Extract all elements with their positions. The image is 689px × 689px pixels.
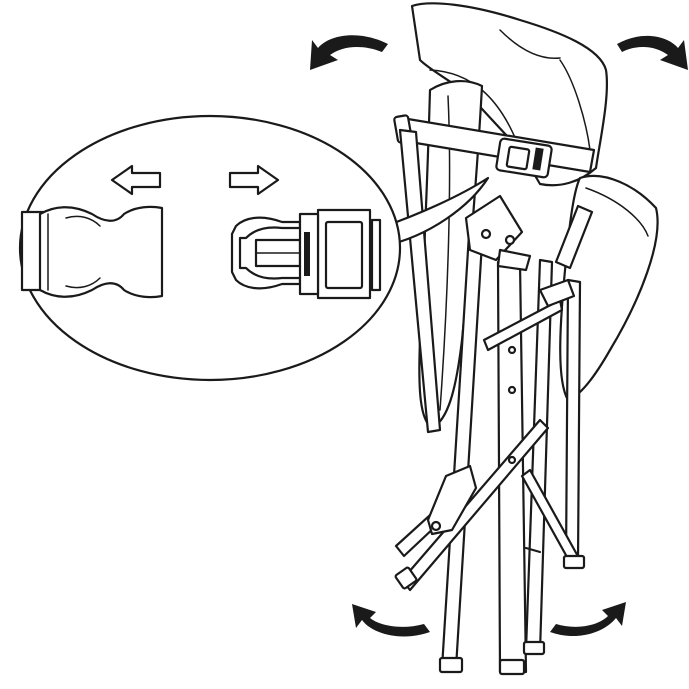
rotate-arrow-bottom-left-icon [352, 604, 430, 637]
foot-rear [522, 640, 546, 656]
callout-pointer [378, 176, 490, 248]
foot-center [498, 658, 526, 676]
rotate-arrow-bottom-right-icon [550, 602, 626, 637]
folded-chair [393, 2, 659, 676]
foot-right [562, 554, 586, 570]
rotate-arrow-top-right-icon [617, 35, 688, 70]
cross-brace-1 [400, 418, 550, 592]
rotate-arrow-top-left-icon [310, 35, 388, 70]
side-leg-right [564, 278, 582, 564]
buckle-male-icon [230, 208, 382, 300]
buckle-female-icon [20, 205, 164, 299]
back-leg-left [398, 128, 442, 434]
chair-buckle-icon [495, 137, 553, 179]
arrow-right-icon [228, 164, 280, 196]
arrow-left-icon [110, 164, 162, 196]
foot-brace [394, 566, 418, 590]
foot-left [438, 656, 464, 674]
hinge-plate-mid [426, 464, 478, 536]
